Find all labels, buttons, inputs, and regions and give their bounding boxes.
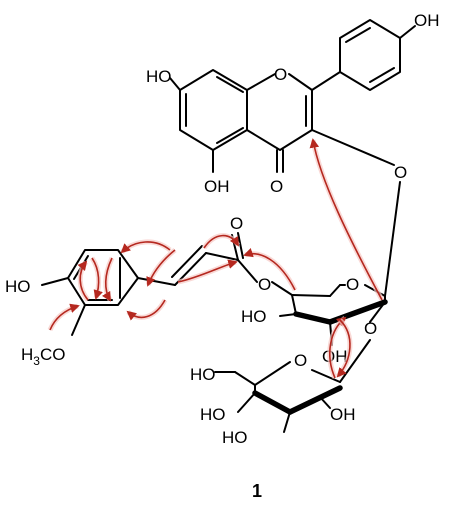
oh-4prime-label: OH [414,11,440,30]
o-anomeric-bond [384,181,401,297]
feruloyl-group [41,245,207,336]
hmbc-arrow-h2-c4 [91,257,103,300]
hmbc-arrow-h5-c3 [77,260,89,301]
hmbc-arrow-h6-carbonyl [243,248,296,291]
methoxy-label: H3CO [21,345,65,368]
hmbc-arrow-h6-c2 [101,257,113,302]
glycosidic-oxygen-label: O [394,163,407,182]
compound-number: 1 [252,481,262,501]
ring-oxygen-label: O [274,65,287,84]
hmbc-arrow-halpha-carbonyl [203,234,240,249]
feruloyl-ho-label: HO [5,277,31,296]
carbonyl-oxygen-label: O [270,177,283,196]
glc2-ho-3-label: HO [222,428,248,447]
oh-5-label: OH [204,177,230,196]
ho-7-label: HO [146,67,172,86]
ester-link-oxygen-label: O [258,275,271,294]
hmbc-arrow-h2-c1pp [336,319,351,378]
glc1-o2-label: O [364,319,377,338]
hmbc-arrow-h1-c3 [309,138,383,301]
hmbc-arrow-hbeta-c6 [126,299,166,321]
hmbc-arrow-ome-c3 [49,303,80,331]
b-ring [311,19,416,91]
c3-o-bond [311,129,395,166]
hmbc-arrow-halpha-c1 [146,249,176,287]
glc1-ring-oxygen-label: O [346,275,359,294]
glucose-2 [214,339,371,433]
glc2-ho-4-label: HO [200,405,226,424]
hmbc-arrow-hbeta-c2 [120,241,171,254]
glc2-oh-2-label: OH [330,405,356,424]
glc1-ho-4-label: HO [241,307,267,326]
glc2-ring-oxygen-label: O [294,351,307,370]
hmbc-correlation-arrows [47,138,385,379]
flavonol-core [169,69,313,173]
hmbc-arrow-hbeta-carbonyl [177,259,238,283]
ester-carbonyl-oxygen-label: O [230,214,243,233]
glc2-ho-6-label: HO [190,365,216,384]
